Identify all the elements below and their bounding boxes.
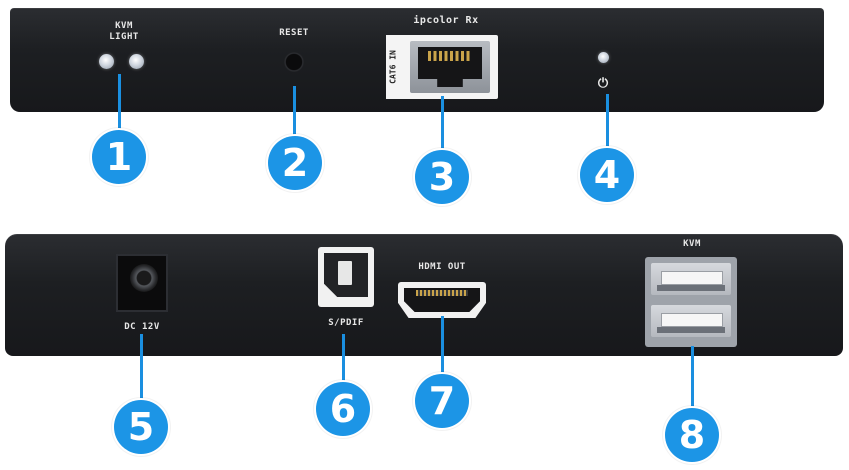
callout-7-stem (441, 316, 444, 378)
reset-button[interactable] (284, 52, 304, 72)
cat6-label-text: CAT6 IN (388, 50, 398, 84)
callout-badge-1: 1 (92, 130, 146, 184)
spdif-port[interactable] (318, 247, 374, 307)
callout-3-stem (441, 96, 444, 156)
callout-8-stem (691, 346, 694, 412)
callout-2-stem (293, 86, 296, 138)
kvm-light-label: KVM LIGHT (104, 21, 144, 43)
callout-6-stem (342, 334, 345, 386)
rj45-pins (428, 51, 472, 61)
hdmi-pins (416, 290, 468, 296)
power-icon: ⏻ (597, 76, 609, 91)
usb-port-1[interactable] (651, 263, 731, 295)
dc-label: DC 12V (124, 322, 160, 332)
rj45-jack (410, 41, 490, 93)
usb-port-2[interactable] (651, 305, 731, 337)
rj45-port[interactable] (386, 35, 498, 99)
usb-port-1-slot (657, 285, 725, 291)
spdif-shutter (338, 261, 352, 285)
callout-badge-5: 5 (114, 400, 168, 454)
kvm-label: KVM (683, 239, 701, 249)
usb-port-1-tongue (661, 271, 723, 285)
callout-5-stem (140, 334, 143, 406)
dc-jack-ring (130, 264, 158, 292)
kvm-light-label-line2: LIGHT (109, 32, 139, 42)
callout-badge-8: 8 (665, 408, 719, 462)
callout-badge-7: 7 (415, 374, 469, 428)
spdif-label: S/PDIF (328, 318, 364, 328)
kvm-led-right (129, 54, 144, 69)
callout-4-stem (606, 94, 609, 150)
callout-badge-6: 6 (316, 382, 370, 436)
callout-badge-3: 3 (415, 150, 469, 204)
usb-port-2-slot (657, 327, 725, 333)
usb-port-2-tongue (661, 313, 723, 327)
usb-ports (645, 257, 737, 347)
callout-badge-4: 4 (580, 148, 634, 202)
reset-label: RESET (279, 28, 309, 38)
kvm-led-left (99, 54, 114, 69)
callout-badge-2: 2 (268, 136, 322, 190)
dc-power-jack[interactable] (116, 254, 168, 312)
cat6-label: CAT6 IN (386, 35, 400, 99)
hdmi-port[interactable] (398, 282, 486, 318)
rj45-label: ipcolor Rx (413, 15, 479, 26)
hdmi-label: HDMI OUT (418, 262, 466, 272)
callout-1-stem (118, 74, 121, 138)
kvm-light-label-line1: KVM (115, 21, 133, 31)
power-led (598, 52, 609, 63)
